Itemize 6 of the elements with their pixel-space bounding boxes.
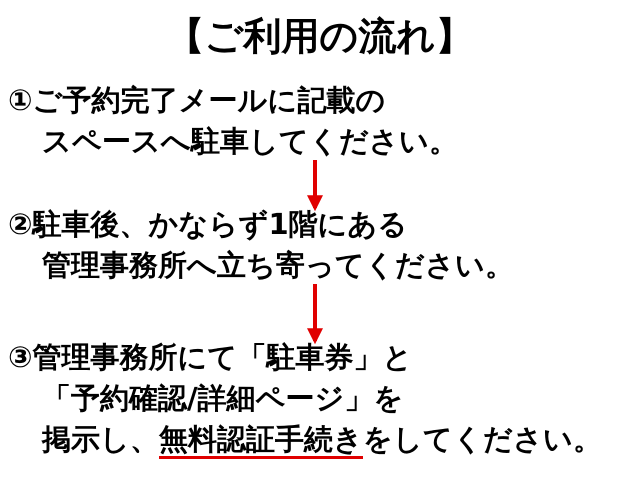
arrow (307, 284, 323, 344)
step-text: ②駐車後、かならず1階にある管理事務所へ立ち寄ってください。 (8, 204, 636, 286)
arrow (307, 160, 323, 212)
step-text: ③管理事務所にて「駐車券」と「予約確認/詳細ページ」を掲示し、無料認証手続きをしてください。 (8, 337, 636, 460)
title: 【ご利用の流れ】 (166, 13, 474, 60)
step-text: ①ご予約完了メールに記載のスペースへ駐車してください。 (8, 80, 636, 162)
